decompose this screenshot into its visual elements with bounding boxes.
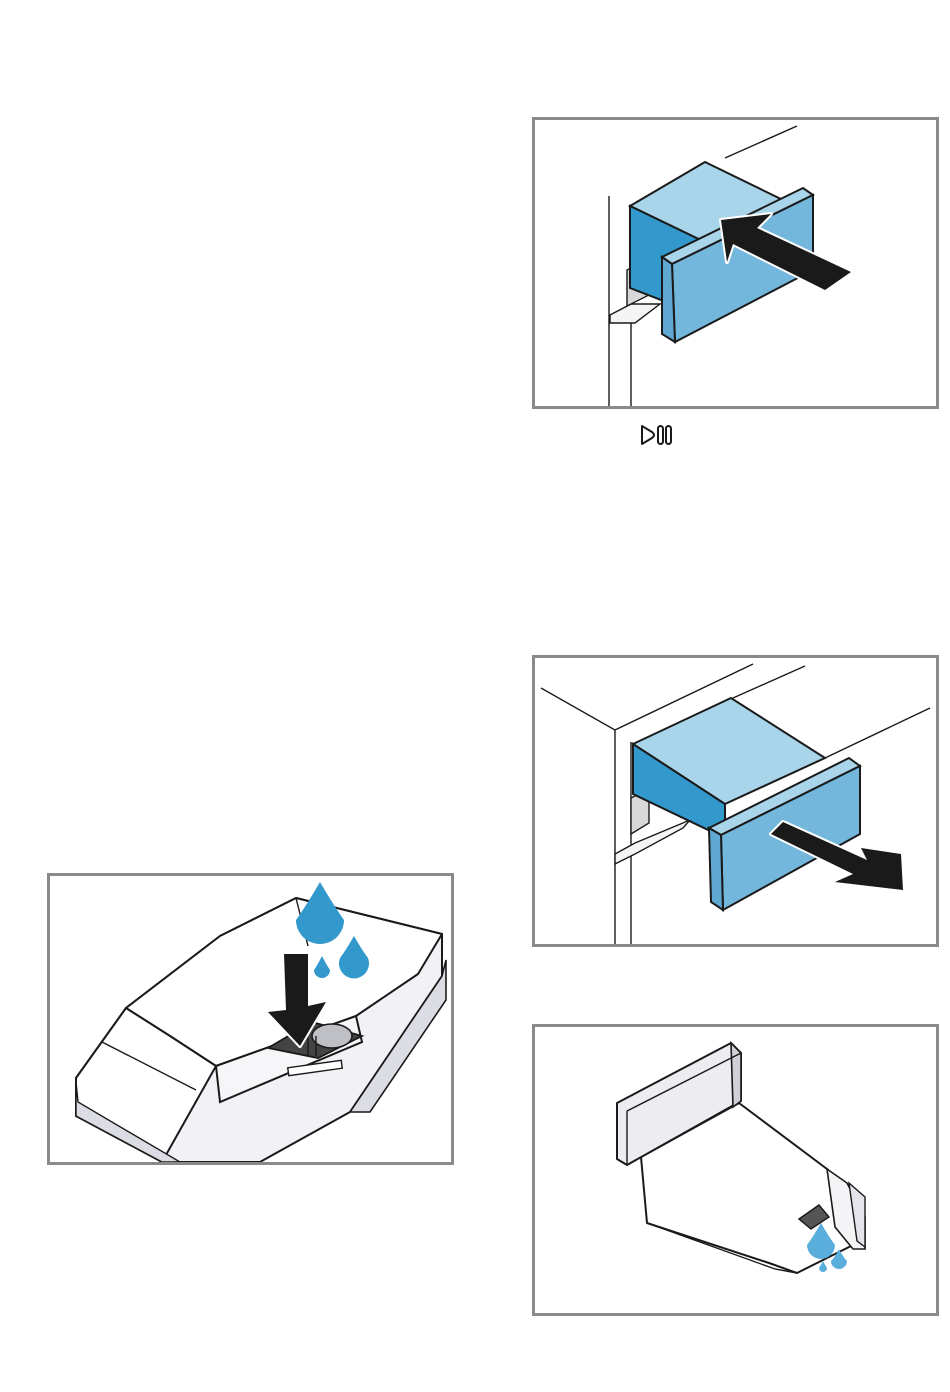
insert-drawer-illustration: [532, 117, 939, 409]
drain-water-illustration: [532, 1024, 939, 1316]
fill-water-drawing: [50, 876, 451, 1162]
pull-out-drawer-drawing: [535, 658, 936, 944]
drain-water-drawing: [535, 1027, 936, 1313]
insert-drawer-drawing: [535, 120, 936, 406]
pull-out-drawer-illustration: [532, 655, 939, 947]
fill-water-illustration: [47, 873, 454, 1165]
start-pause-icon: [640, 424, 674, 446]
